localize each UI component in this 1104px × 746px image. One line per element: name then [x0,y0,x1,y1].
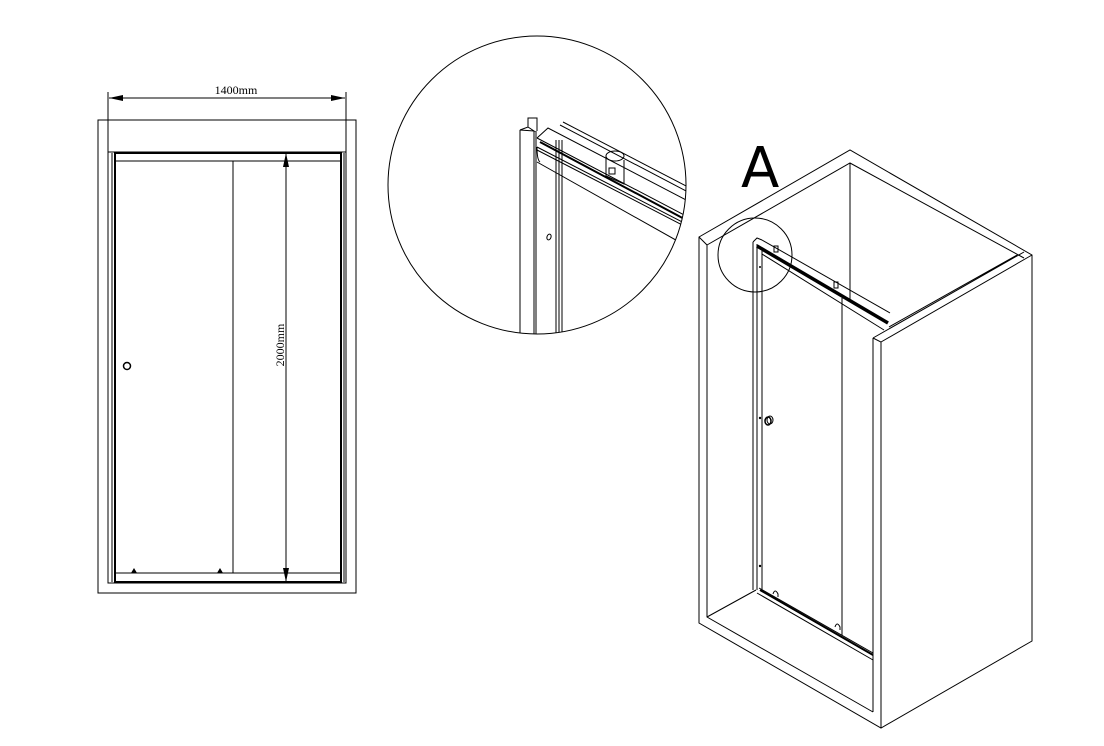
detail-a-view [387,35,687,335]
width-dimension: 1400mm [107,83,347,152]
opening-outline [107,120,347,584]
enclosure-outline [698,149,1033,729]
isometric-view: A [698,136,1033,729]
roller-icon [131,568,223,573]
roller-icon [772,590,841,630]
width-label: 1400mm [215,83,258,97]
door-frame-3d [752,237,891,656]
detail-callout-circle [717,217,793,293]
height-dimension: 2000mm [273,153,289,582]
handle-icon [764,415,774,426]
detail-label: A [741,136,779,201]
handle-icon [122,361,132,371]
wall-outline [97,119,357,594]
door-frame [111,152,345,583]
roller-icon [605,150,625,185]
hole-icon [546,233,552,241]
front-elevation-view: 1400mm 2000mm [97,83,357,594]
height-label: 2000mm [273,323,287,366]
